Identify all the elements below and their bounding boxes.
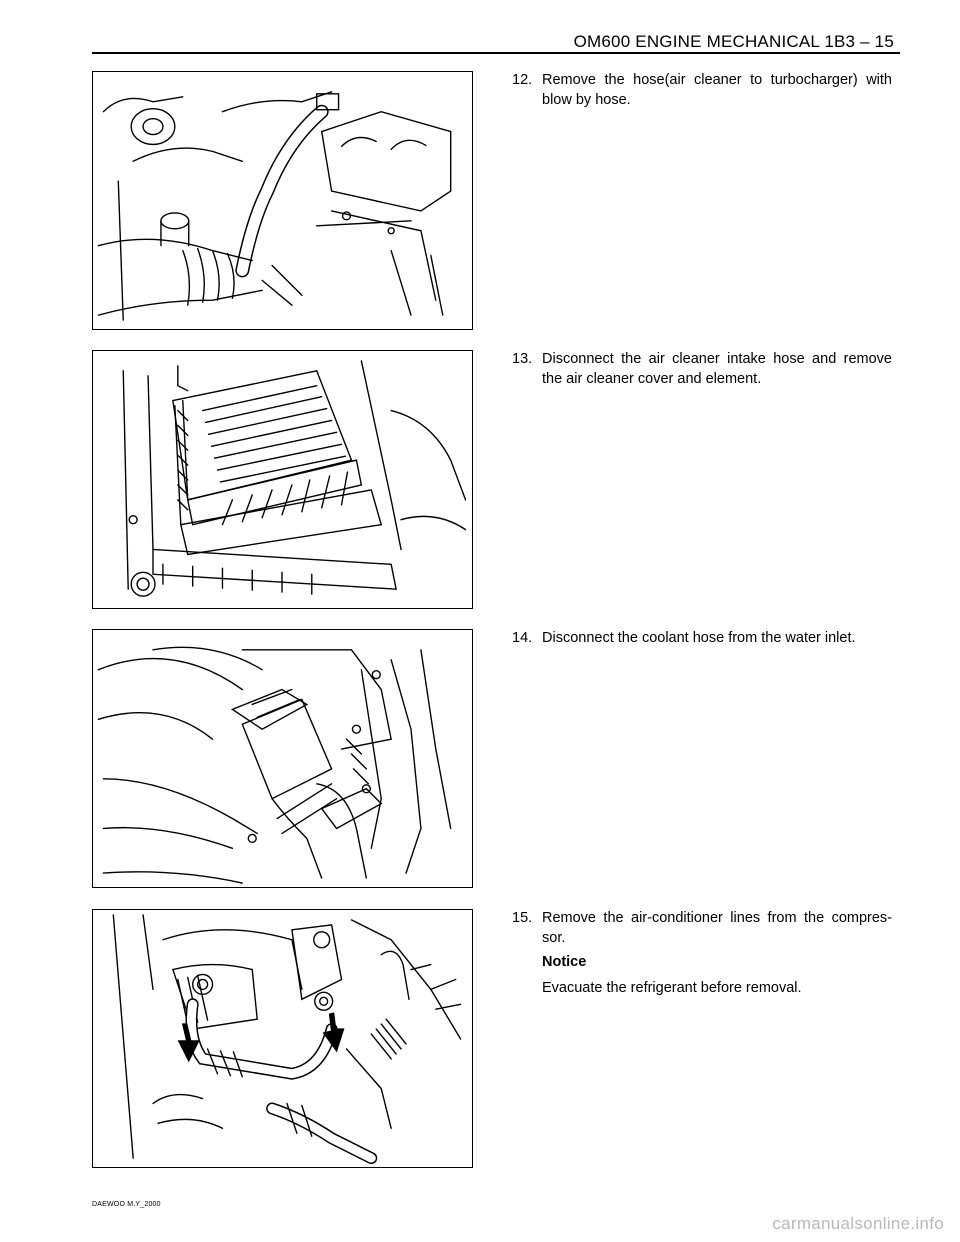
step-13: 13. Disconnect the air cleaner intake ho… <box>512 349 892 389</box>
step-number: 14. <box>512 630 533 646</box>
figure-step-12 <box>92 71 473 330</box>
step-number: 13. <box>512 351 533 367</box>
page-footer: DAEWOO M.Y_2000 <box>92 1201 161 1208</box>
step-text: Remove the air-conditioner lines from th… <box>542 910 892 946</box>
page-header: OM600 ENGINE MECHANICAL 1B3 – 15 <box>92 30 900 54</box>
header-title: OM600 ENGINE MECHANICAL 1B3 – 15 <box>573 32 894 51</box>
notice-title: Notice <box>542 954 587 970</box>
step-text: Remove the hose(air cleaner to turbochar… <box>542 72 892 108</box>
step-12: 12. Remove the hose(air cleaner to turbo… <box>512 70 892 110</box>
hose-removal-illustration <box>97 91 452 321</box>
figure-step-15 <box>92 909 473 1168</box>
figure-step-14 <box>92 629 473 888</box>
step-15: 15. Remove the air-conditioner lines fro… <box>512 908 892 948</box>
step-number: 15. <box>512 910 533 926</box>
arrow-icon <box>177 1023 200 1063</box>
air-cleaner-illustration <box>122 360 467 597</box>
step-14: 14. Disconnect the coolant hose from the… <box>512 628 892 648</box>
header-rule <box>92 52 900 54</box>
coolant-hose-illustration <box>97 646 452 884</box>
step-text: Disconnect the coolant hose from the wat… <box>542 630 856 646</box>
ac-lines-illustration <box>112 914 462 1165</box>
figure-step-13 <box>92 350 473 609</box>
arrow-icon <box>322 1012 345 1053</box>
watermark: carmanualsonline.info <box>772 1214 944 1233</box>
step-text: Disconnect the air cleaner intake hose a… <box>542 351 892 387</box>
notice-text: Evacuate the refrigerant before removal. <box>542 980 802 996</box>
step-number: 12. <box>512 72 533 88</box>
